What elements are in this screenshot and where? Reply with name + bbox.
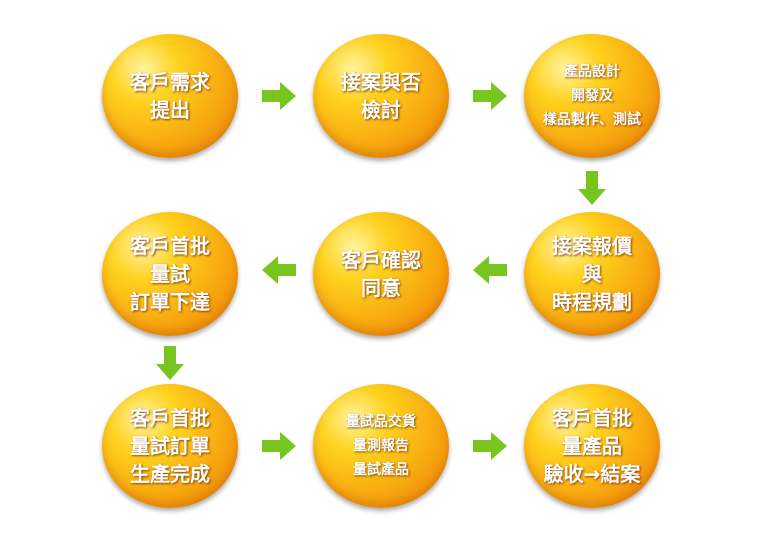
step-8-label: 量試品交貨 量測報告 量試產品	[346, 414, 416, 478]
step-1-label: 客戶需求 提出	[130, 70, 210, 122]
arrow-right-icon	[473, 432, 507, 460]
arrow-right-icon	[262, 432, 296, 460]
arrow-left-icon	[473, 256, 507, 284]
step-4-quote-schedule: 接案報價 與 時程規劃	[524, 212, 660, 336]
step-7-trial-production-done: 客戶首批 量試訂單 生產完成	[102, 384, 238, 508]
step-4-label: 接案報價 與 時程規劃	[552, 234, 632, 314]
step-9-acceptance-close: 客戶首批 量產品 驗收→結案	[524, 384, 660, 508]
step-3-label: 產品設計 開發及 樣品製作、測試	[543, 64, 641, 128]
step-5-label: 客戶確認 同意	[341, 248, 421, 300]
step-1-customer-request: 客戶需求 提出	[102, 34, 238, 158]
arrow-right-icon	[473, 82, 507, 110]
step-9-label: 客戶首批 量產品 驗收→結案	[543, 406, 641, 486]
arrow-down-icon	[578, 171, 606, 205]
arrow-down-icon	[156, 346, 184, 380]
step-6-label: 客戶首批 量試 訂單下達	[130, 234, 210, 314]
step-2-label: 接案與否 檢討	[341, 70, 421, 122]
step-5-customer-confirm: 客戶確認 同意	[313, 212, 449, 336]
step-7-label: 客戶首批 量試訂單 生產完成	[130, 406, 210, 486]
step-8-trial-delivery: 量試品交貨 量測報告 量試產品	[313, 384, 449, 508]
step-6-first-trial-order: 客戶首批 量試 訂單下達	[102, 212, 238, 336]
arrow-left-icon	[262, 256, 296, 284]
arrow-right-icon	[262, 82, 296, 110]
step-3-design-sample: 產品設計 開發及 樣品製作、測試	[524, 34, 660, 158]
step-2-acceptance-review: 接案與否 檢討	[313, 34, 449, 158]
